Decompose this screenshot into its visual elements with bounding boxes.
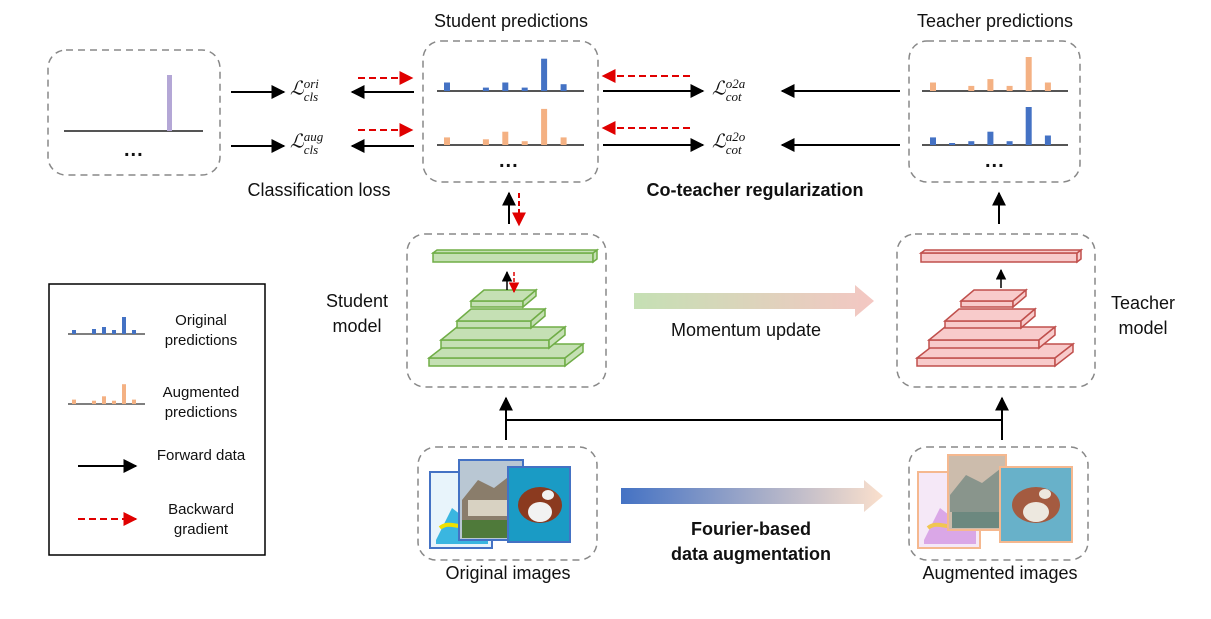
original-images-label: Original images [445, 563, 571, 583]
legend-original-bar-4 [112, 330, 116, 334]
legend-original-bar-6 [132, 330, 136, 334]
loss-cls-aug-sub: cls [303, 142, 319, 157]
legend-original-bar-2 [92, 329, 96, 334]
loss-cot-o2a-base: ℒ [712, 78, 726, 100]
teacher-original-bar-3 [987, 131, 994, 145]
student-model-line2: model [332, 316, 382, 336]
legend-backward-gradient: Backward gradient [168, 501, 234, 538]
student-augmented-bar-5 [541, 108, 548, 145]
legend-original-bar-0 [72, 330, 76, 334]
legend-augmented-bar-2 [92, 400, 96, 404]
legend-original-bar-5 [122, 317, 126, 334]
student-model-line1: Student [325, 291, 389, 311]
student-original-bar-6 [560, 84, 567, 91]
loss-cls-ori-sub: cls [303, 89, 319, 104]
teacher-predictions-box [908, 40, 1081, 183]
loss-cls-aug-base: ℒ [290, 131, 304, 153]
student-model-label: Student model [326, 289, 388, 339]
legend-original-bar-3 [102, 327, 106, 334]
student-augmented-bar-0 [444, 137, 450, 145]
augmented-images-thumbnails [917, 454, 1073, 549]
augmented-images-box [908, 446, 1089, 561]
legend-augmented-bar-3 [102, 396, 106, 404]
legend-forward-data: Forward data [156, 447, 246, 464]
student-original-bar-0 [444, 82, 450, 91]
teacher-predictions-title: Teacher predictions [916, 11, 1074, 31]
student-augmented-bar-4 [521, 141, 528, 145]
legend-augmented-bar-6 [132, 399, 136, 404]
teacher-original-bar-4 [1006, 141, 1013, 145]
teacher-augmented-bar-5 [1025, 57, 1032, 91]
student-original-bar-2 [482, 87, 489, 91]
label-box [47, 49, 221, 176]
student-original-bar-3 [502, 82, 509, 91]
loss-cls-ori-sup: ori [303, 76, 319, 91]
legend-augmented-bar-5 [122, 384, 126, 404]
teacher-original-bar-6 [1044, 135, 1051, 145]
teacher-augmented-bar-4 [1006, 85, 1013, 91]
teacher-original-bar-0 [930, 137, 936, 145]
teacher-ellipsis: ... [985, 150, 1005, 172]
teacher-augmented-bar-6 [1044, 82, 1051, 91]
legend-box [48, 283, 266, 556]
loss-cot-a2o-base: ℒ [712, 131, 726, 153]
co-teacher-regularization-label: Co-teacher regularization [646, 180, 864, 200]
student-original-bar-4 [521, 87, 528, 91]
fourier-augmentation-arrow [621, 480, 883, 512]
legend-augmented-bar-0 [72, 399, 76, 404]
legend-original-predictions: Original predictions [164, 312, 238, 349]
teacher-model-line1: Teacher [1110, 293, 1176, 313]
loss-cot-o2a-sup: o2a [725, 76, 746, 91]
teacher-augmented-bar-2 [968, 85, 975, 91]
student-ellipsis: ... [499, 150, 519, 172]
legend-augmented-bar-4 [112, 400, 116, 404]
loss-cot-o2a-sub: cot [725, 89, 742, 104]
prediction-bars [72, 57, 1051, 404]
classification-loss-label: Classification loss [247, 180, 391, 200]
fourier-line1: Fourier-based [690, 519, 812, 539]
loss-cls-aug-sup: aug [303, 129, 324, 144]
fourier-augmentation-label: Fourier-based data augmentation [671, 517, 831, 567]
loss-cot-a2o-sub: cot [725, 142, 742, 157]
original-images-box [417, 446, 598, 561]
augmented-images-label: Augmented images [922, 563, 1078, 583]
fourier-line2: data augmentation [670, 544, 832, 564]
loss-cot-a2o-sup: a2o [725, 129, 746, 144]
student-predictions-title: Student predictions [433, 11, 589, 31]
label-ellipsis: ... [124, 139, 144, 161]
original-images-thumbnails [429, 459, 571, 549]
one-hot-label-bar-6 [167, 75, 172, 131]
teacher-network [914, 248, 1084, 368]
teacher-model-label: Teacher model [1111, 291, 1175, 341]
student-network [426, 248, 600, 368]
teacher-original-bar-5 [1025, 107, 1032, 145]
student-augmented-bar-3 [502, 131, 509, 145]
momentum-update-arrow [634, 285, 874, 317]
student-augmented-bar-2 [482, 139, 489, 145]
teacher-original-bar-1 [949, 143, 956, 145]
teacher-augmented-bar-3 [987, 79, 994, 91]
momentum-update-label: Momentum update [670, 320, 822, 340]
student-original-bar-5 [541, 58, 548, 91]
loss-cls-ori-base: ℒ [290, 78, 304, 100]
student-predictions-box [422, 40, 599, 183]
teacher-augmented-bar-0 [930, 82, 936, 91]
legend-augmented-predictions: Augmented predictions [162, 384, 240, 421]
teacher-original-bar-2 [968, 141, 975, 145]
teacher-model-line2: model [1118, 318, 1168, 338]
student-augmented-bar-6 [560, 137, 567, 145]
